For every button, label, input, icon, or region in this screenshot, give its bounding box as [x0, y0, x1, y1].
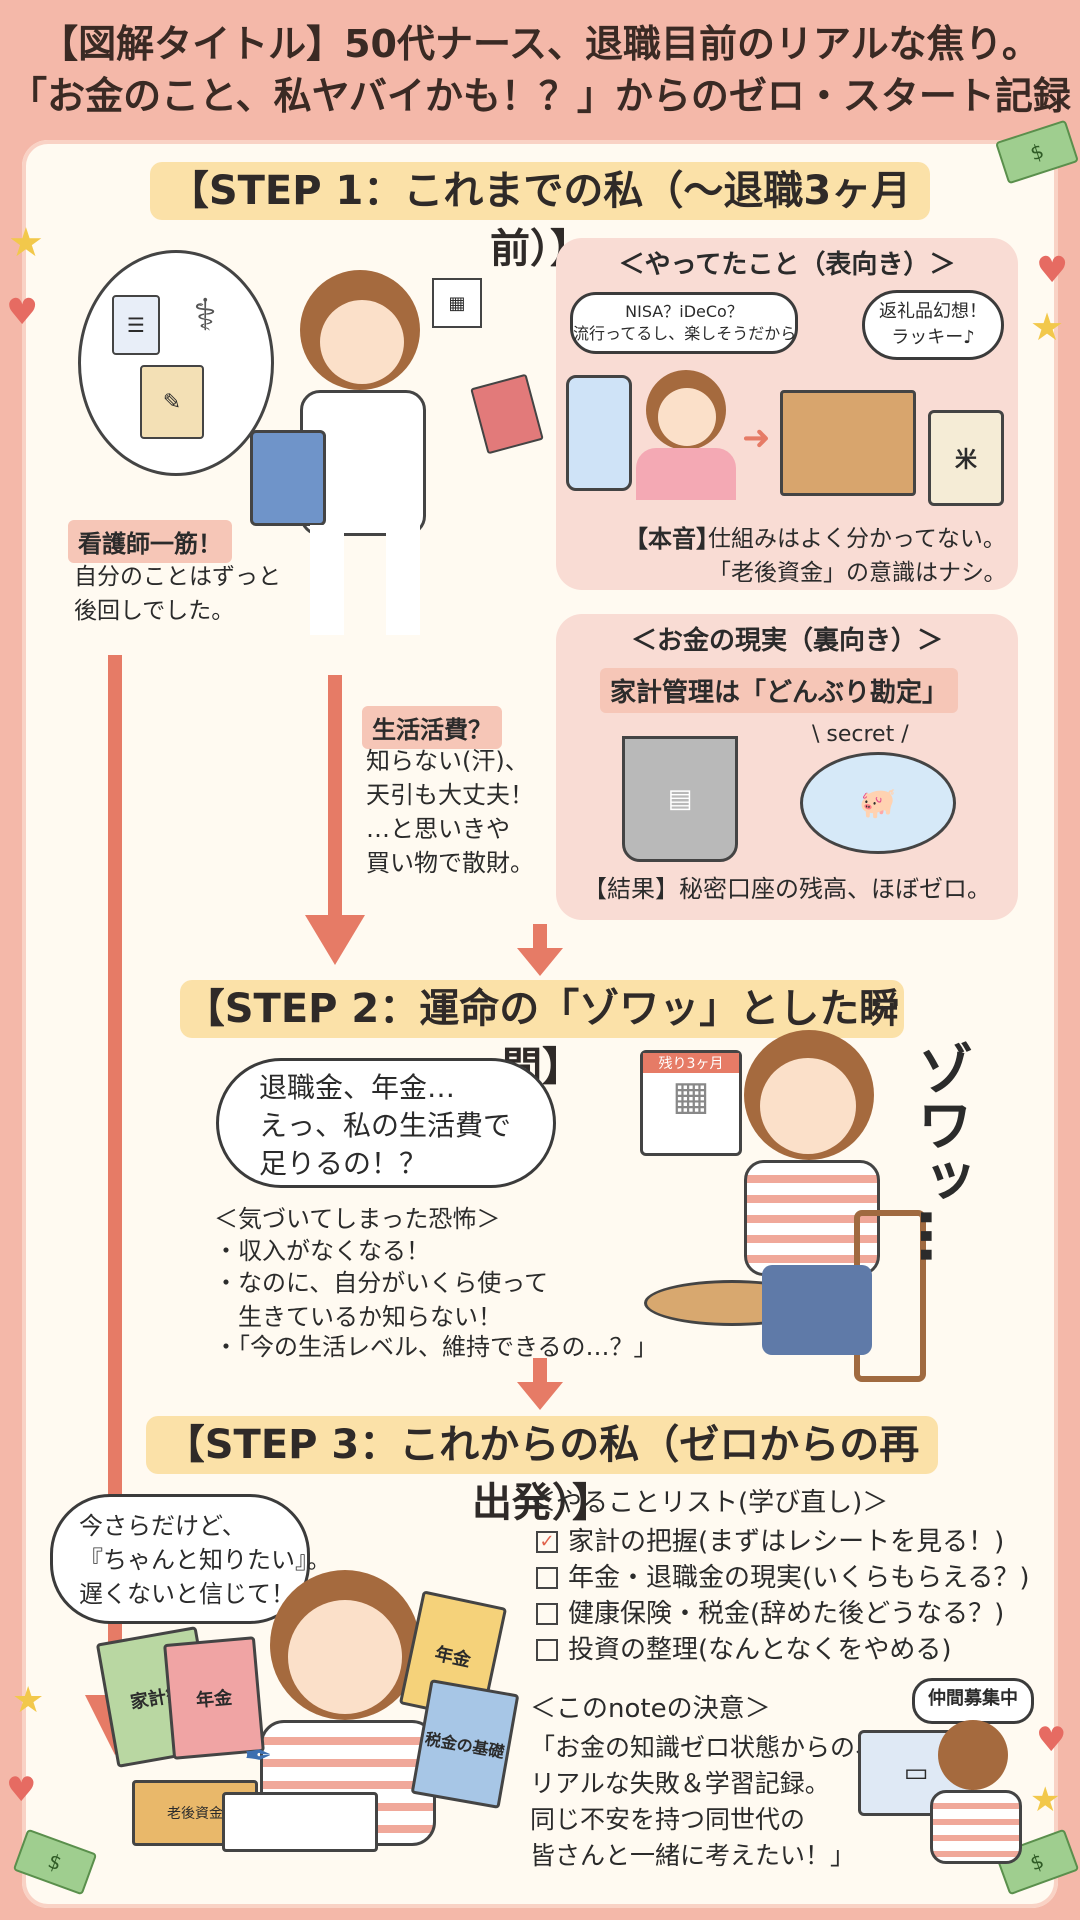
nurse-face	[320, 300, 404, 384]
arrow-to-step3	[517, 1358, 563, 1410]
computer-woman-illustration	[930, 1720, 1022, 1864]
woman-phone-illustration	[636, 370, 736, 500]
heart-icon: ♥	[6, 292, 39, 333]
nurse-text: 自分のことはずっと 後回しでした。	[74, 564, 281, 624]
smartphone-icon	[566, 375, 632, 491]
star-icon: ★	[1030, 305, 1065, 349]
arrow-to-step2-right	[517, 924, 563, 976]
secret-label: \ secret /	[812, 722, 909, 747]
star-icon: ★	[12, 1680, 45, 1721]
document-icon: ✎	[140, 365, 204, 439]
todo-item[interactable]: 投資の整理(なんとなくをやめる)	[536, 1632, 1030, 1668]
heart-icon: ♥	[1036, 250, 1069, 291]
checkbox-checked-icon[interactable]: ✓	[536, 1531, 558, 1553]
calendar-icon: 残り3ヶ月 ▦	[640, 1050, 742, 1156]
arrow-to-step2-left	[305, 675, 365, 965]
parcel-icon	[780, 390, 916, 496]
step3-bubble: 今さらだけど、 『ちゃんと知りたい』。 遅くないと信じて！	[50, 1494, 331, 1624]
resolve-text: 「お金の知識ゼロ状態からの、 リアルな失敗＆学習記録。 同じ不安を持つ同世代の …	[530, 1733, 881, 1870]
living-tag: 生活活費？	[362, 706, 502, 749]
heart-icon: ♥	[6, 1770, 37, 1810]
card-front-heading: ＜やってたこと（表向き）＞	[618, 250, 956, 280]
trash-can-icon: ▤	[622, 736, 738, 862]
todo-list: ✓家計の把握(まずはレシートを見る！) 年金・退職金の現実(いくらもらえる？) …	[536, 1524, 1030, 1668]
clipboard-icon: ☰	[112, 295, 160, 355]
honne-text: 仕組みはよく分かってない。 「老後資金」の意識はナシ。	[708, 526, 1007, 586]
nurse-tag: 看護師一筋！	[68, 520, 232, 563]
card-back-heading: ＜お金の現実（裏向き）＞	[630, 626, 943, 656]
fear-item-2: ・なのに、自分がいくら使って 生きているか知らない！	[214, 1269, 549, 1331]
sfx-zowa: ゾワッ…	[907, 1040, 972, 1264]
resolve-heading: ＜このnoteの決意＞	[530, 1694, 771, 1724]
card-back-result: 【結果】秘密口座の残高、ほぼゼロ。	[583, 875, 991, 903]
step3-title: 【STEP 3：これからの私（ゼロからの再出発）】	[146, 1416, 938, 1526]
calendar-icon: ▦	[432, 278, 482, 328]
fear-item-1: ・収入がなくなる！	[214, 1237, 430, 1265]
star-icon: ★	[8, 220, 44, 266]
card-back-subheading: 家計管理は「どんぶり勘定」	[600, 668, 959, 713]
stethoscope-icon: ⚕	[193, 289, 217, 341]
honne-label: 【本音】	[624, 525, 720, 553]
todo-item[interactable]: ✓家計の把握(まずはレシートを見る！)	[536, 1524, 1030, 1560]
checkbox-icon[interactable]	[536, 1603, 558, 1625]
card-front-bubble-left: NISA？iDeCo？ 流行ってるし、楽しそうだから	[570, 292, 798, 354]
checkbox-icon[interactable]	[536, 1639, 558, 1661]
living-text: 知らない(汗)、 天引も大丈夫！ …と思いきや 買い物で散財。	[366, 747, 534, 877]
title-line-2: 「お金のこと、私ヤバイかも！？」からのゼロ・スタート記録	[9, 74, 1071, 118]
arrow-right-icon: ➜	[742, 418, 771, 458]
nurse-legs	[310, 525, 420, 635]
piggy-bank-icon: 🐖	[800, 752, 956, 854]
todo-item[interactable]: 健康保険・税金(辞めた後どうなる？)	[536, 1596, 1030, 1632]
fear-heading: ＜気づいてしまった恐怖＞	[214, 1205, 501, 1233]
clipboard-icon	[250, 430, 326, 526]
notebook-icon	[222, 1792, 378, 1852]
pen-icon: ✒	[244, 1736, 273, 1776]
heart-icon: ♥	[1036, 1720, 1067, 1760]
calendar-label: 残り3ヶ月	[643, 1053, 739, 1073]
step1-title: 【STEP 1：これまでの私（〜退職3ヶ月前）】	[150, 162, 930, 272]
worried-woman-illustration	[644, 1010, 944, 1390]
card-front-bubble-right: 返礼品幻想！ ラッキー♪	[862, 290, 1004, 360]
fear-item-3: ・「今の生活レベル、維持できるの…？」	[214, 1333, 658, 1361]
recruit-badge: 仲間募集中	[912, 1678, 1034, 1724]
todo-heading: ＜やることリスト(学び直し)＞	[530, 1488, 889, 1518]
rice-bag-icon: 米	[928, 410, 1004, 506]
title-line-1: 【図解タイトル】50代ナース、退職目前のリアルな焦り。	[40, 22, 1040, 66]
todo-item[interactable]: 年金・退職金の現実(いくらもらえる？)	[536, 1560, 1030, 1596]
star-icon: ★	[1030, 1780, 1061, 1820]
header: 【図解タイトル】50代ナース、退職目前のリアルな焦り。 「お金のこと、私ヤバイか…	[0, 0, 1080, 130]
checkbox-icon[interactable]	[536, 1567, 558, 1589]
nurse-illustration	[250, 270, 480, 640]
step2-bubble: 退職金、年金… えっ、私の生活費で 足りるの！？	[216, 1058, 556, 1188]
